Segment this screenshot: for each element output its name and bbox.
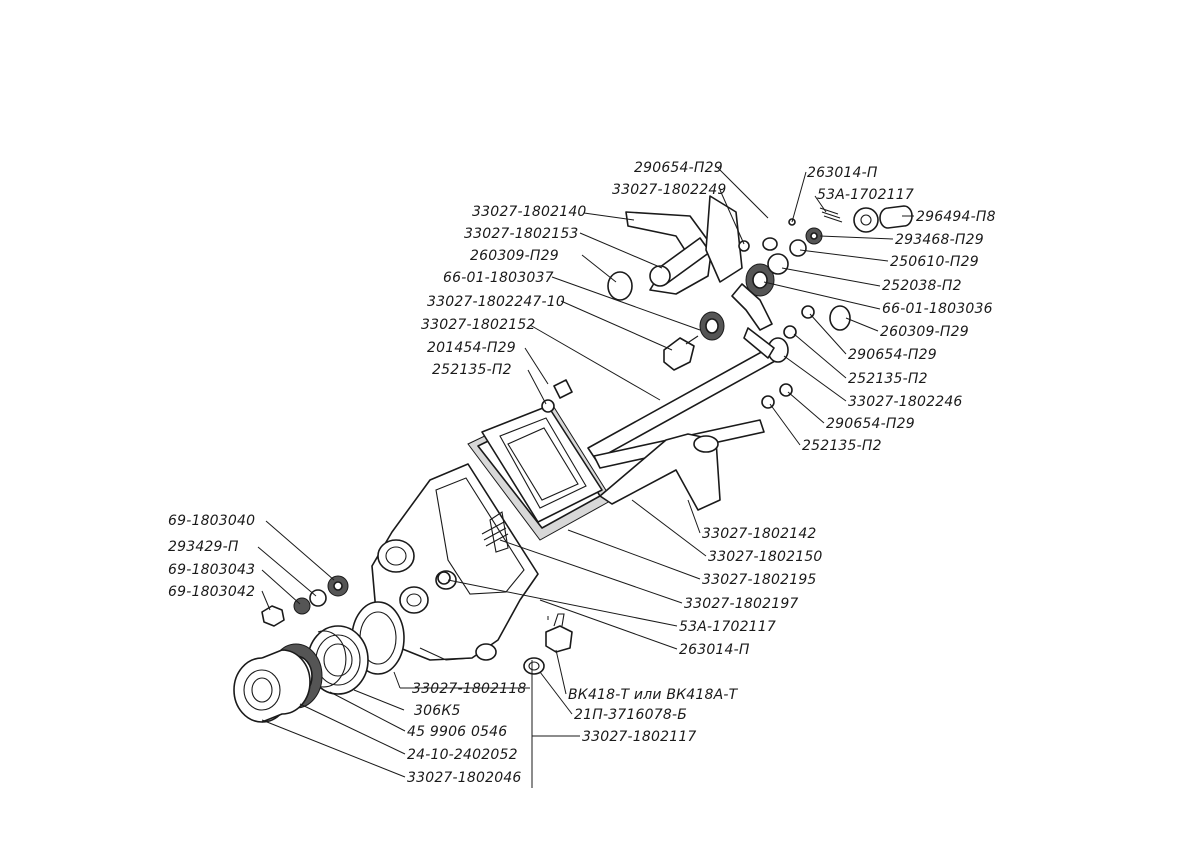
part-label: 201454-П29 [427, 340, 516, 356]
part-label: 33027-1802142 [702, 526, 817, 542]
shift-rail [587, 337, 789, 511]
plug-bushing [663, 311, 725, 371]
part-label: 33027-1802118 [412, 681, 527, 697]
part-label: 33027-1802247-10 [427, 294, 565, 310]
part-label: 45 9906 0546 [407, 724, 507, 740]
nut-washers-left [261, 575, 349, 627]
switch-washer [523, 613, 573, 675]
part-label: 21П-3716078-Б [574, 707, 687, 723]
part-label: 33027-1802150 [708, 549, 823, 565]
part-label: 69-1803042 [168, 584, 255, 600]
upper-fork [625, 195, 743, 295]
part-label: 290654-П29 [848, 347, 937, 363]
part-label: 33027-1802249 [612, 182, 727, 198]
output-flange [233, 649, 311, 723]
part-label: 252135-П2 [802, 438, 882, 454]
part-label: 306К5 [414, 703, 461, 719]
part-label: 66-01-1803036 [882, 301, 993, 317]
part-label: ВК418-Т или ВК418А-Т [568, 687, 739, 703]
part-label: 290654-П29 [826, 416, 915, 432]
part-label: 53А-1702117 [817, 187, 914, 203]
part-label: 33027-1802140 [472, 204, 587, 220]
part-label: 263014-П [679, 642, 750, 658]
leader-lines [257, 166, 914, 788]
part-label: 293429-П [168, 539, 239, 555]
part-label: 252135-П2 [432, 362, 512, 378]
part-label: 296494-П8 [916, 209, 996, 225]
part-label: 33027-1802246 [848, 394, 963, 410]
part-label: 250610-П29 [890, 254, 979, 270]
part-label: 53А-1702117 [679, 619, 776, 635]
part-label: 260309-П29 [880, 324, 969, 340]
part-label: 33027-1802153 [464, 226, 579, 242]
part-label: 33027-1802152 [421, 317, 536, 333]
part-label: 24-10-2402052 [407, 747, 518, 763]
part-label: 33027-1802197 [684, 596, 799, 612]
part-label: 293468-П29 [895, 232, 984, 248]
part-label: 33027-1802195 [702, 572, 817, 588]
part-labels: 290654-П29 263014-П 33027-1802249 53А-17… [168, 160, 996, 786]
part-label: 66-01-1803037 [443, 270, 554, 286]
hardware-upper-right [607, 205, 913, 409]
part-label: 33027-1802046 [407, 770, 522, 786]
part-label: 260309-П29 [470, 248, 559, 264]
parts-drawing [233, 195, 913, 723]
selector-gear [731, 263, 775, 359]
part-label: 263014-П [807, 165, 878, 181]
top-cover [481, 405, 603, 523]
part-label: 69-1803040 [168, 513, 255, 529]
bolts-center [437, 379, 573, 585]
part-label: 252135-П2 [848, 371, 928, 387]
part-label: 33027-1802117 [582, 729, 697, 745]
part-label: 290654-П29 [634, 160, 723, 176]
part-label: 69-1803043 [168, 562, 255, 578]
part-label: 252038-П2 [882, 278, 962, 294]
